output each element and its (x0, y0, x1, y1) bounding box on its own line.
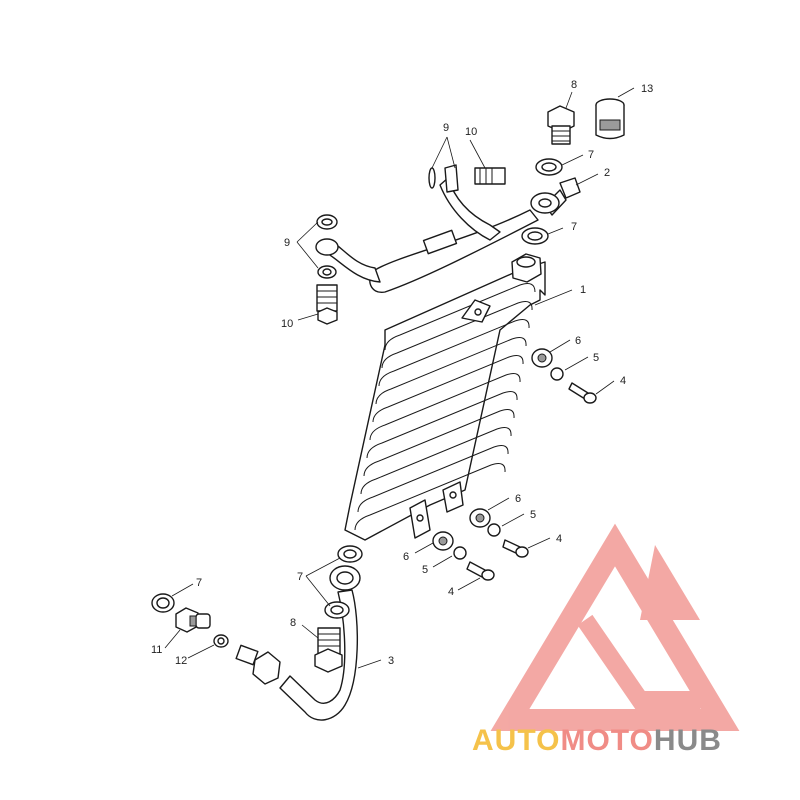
callout-6-upper: 6 (575, 335, 581, 347)
watermark-text: AUTOMOTOHUB (472, 724, 722, 757)
upper-oil-hose (324, 164, 581, 293)
callout-12: 12 (175, 655, 187, 667)
callout-labels: 1 2 3 4 4 4 5 5 5 6 6 6 7 7 7 7 8 8 9 9 … (151, 79, 653, 667)
callout-5-lower: 5 (422, 564, 428, 576)
callout-9-top: 9 (443, 122, 449, 134)
sealing-washer-7-top (535, 158, 563, 176)
watermark-hub: HUB (654, 724, 722, 757)
callout-10-top: 10 (465, 126, 477, 138)
grommet-set-lower-right (469, 508, 529, 558)
callout-11: 11 (151, 644, 162, 656)
callout-4-upper: 4 (620, 375, 626, 387)
watermark-auto: AUTO (472, 724, 560, 757)
callout-7-lower: 7 (297, 571, 303, 583)
sealing-washer-7-lower (324, 545, 363, 619)
callout-9-left: 9 (284, 237, 290, 249)
oil-cooler-radiator (344, 253, 546, 541)
leader-lines (164, 87, 635, 669)
banjo-bolt-8-top (547, 105, 575, 145)
callout-13: 13 (641, 83, 653, 95)
callout-5-upper: 5 (593, 352, 599, 364)
grommet-set-upper-right (531, 348, 597, 404)
callout-8-top: 8 (571, 79, 577, 91)
callout-5-right: 5 (530, 509, 536, 521)
banjo-bolt-8-bottom (314, 627, 343, 673)
callout-7-top: 7 (588, 149, 594, 161)
callout-4-right: 4 (556, 533, 562, 545)
callout-1: 1 (580, 284, 586, 296)
callout-2: 2 (604, 167, 610, 179)
sealing-washer-7-left (151, 593, 175, 613)
callout-7-mid: 7 (571, 221, 577, 233)
watermark-moto: MOTO (560, 724, 653, 757)
callout-6-lower: 6 (403, 551, 409, 563)
callout-4-lower: 4 (448, 586, 454, 598)
callout-3: 3 (388, 655, 394, 667)
washer-9-top (428, 167, 436, 189)
callout-8-bottom: 8 (290, 617, 296, 629)
washers-9-left (315, 214, 339, 279)
watermark-logo-mark (490, 523, 740, 731)
o-ring-12 (213, 634, 229, 648)
adapter-13 (595, 98, 625, 140)
hollow-bolt-10-left (316, 284, 338, 325)
grommet-set-lower-left (432, 531, 495, 581)
lower-oil-hose (235, 565, 361, 721)
callout-10-left: 10 (281, 318, 293, 330)
callout-7-left: 7 (196, 577, 202, 589)
sealing-washer-7-mid (521, 227, 549, 245)
hollow-bolt-10-top (474, 167, 506, 185)
union-fitting-11 (175, 607, 211, 633)
callout-6-right: 6 (515, 493, 521, 505)
